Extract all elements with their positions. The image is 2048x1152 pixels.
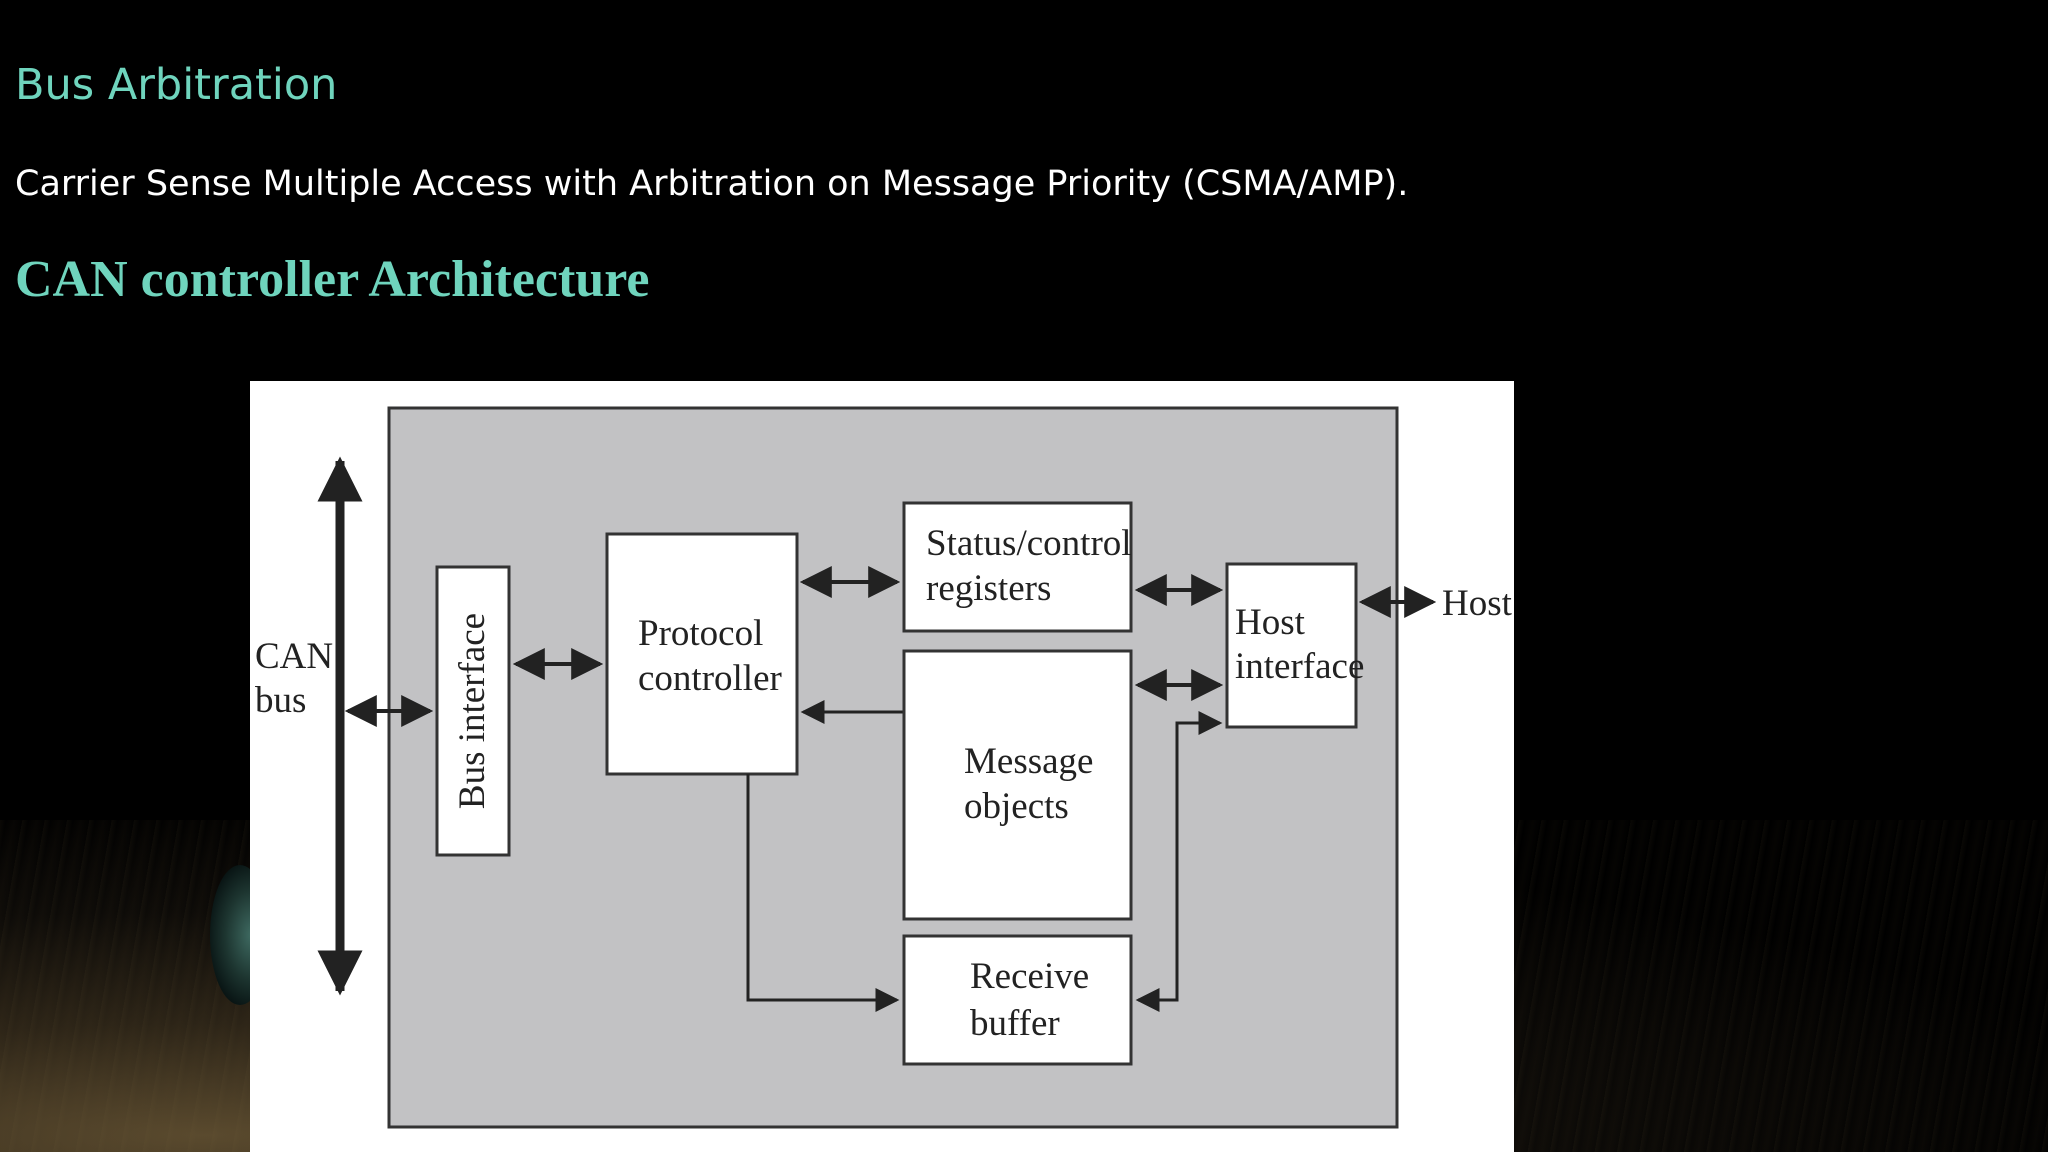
receive-buffer-label: Receive buffer (970, 956, 1098, 1044)
message-objects-label: Message objects (964, 741, 1103, 827)
host-interface-label: Host interface (1235, 602, 1364, 687)
host-interface-line1: Host (1235, 602, 1306, 643)
status-control-registers-label: Status/control registers (926, 523, 1141, 609)
message-objects-line1: Message (964, 741, 1093, 782)
can-bus-label-line2: bus (255, 680, 306, 721)
host-interface-box (1225, 562, 1358, 729)
can-bus-label: CAN bus (255, 636, 342, 721)
diagram-svg: CAN bus Bus interface Protocol controlle… (255, 406, 1513, 1129)
controller-panel (387, 406, 1399, 1129)
protocol-controller-label: Protocol controller (638, 613, 782, 699)
receive-buffer-box (902, 934, 1133, 1066)
message-objects-box (902, 649, 1133, 921)
bus-interface-box (435, 565, 511, 857)
message-objects-line2: objects (964, 786, 1069, 827)
bus-interface-label: Bus interface (452, 613, 493, 809)
receive-buffer-line2: buffer (970, 1003, 1060, 1044)
section-title: CAN controller Architecture (15, 251, 650, 308)
slide-subtitle: Carrier Sense Multiple Access with Arbit… (15, 164, 1409, 204)
protocol-controller-line1: Protocol (638, 613, 763, 654)
status-control-registers-box (902, 501, 1133, 633)
host-interface-line2: interface (1235, 646, 1364, 687)
protocol-to-receive-arrow (746, 774, 900, 1012)
host-receive-arrow (1135, 711, 1223, 1012)
status-control-line2: registers (926, 568, 1051, 609)
host-label: Host (1442, 583, 1513, 624)
protocol-controller-line2: controller (638, 658, 782, 699)
slide-heading: Bus Arbitration (15, 60, 338, 110)
status-control-line1: Status/control (926, 523, 1132, 564)
can-bus-label-line1: CAN (255, 636, 333, 677)
can-controller-diagram: CAN bus Bus interface Protocol controlle… (250, 381, 1514, 1152)
receive-buffer-line1: Receive (970, 956, 1089, 997)
protocol-controller-box (605, 532, 799, 776)
